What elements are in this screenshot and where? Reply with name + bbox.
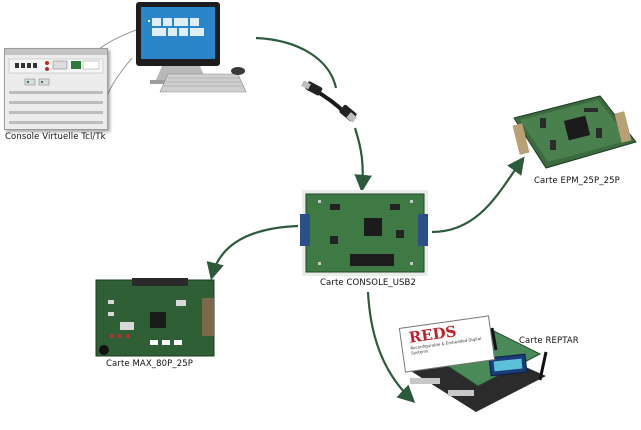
- label-carte-epm: Carte EPM_25P_25P: [534, 176, 620, 186]
- arrow-pc-to-usb: [256, 38, 336, 88]
- label-console-virtuelle: Console Virtuelle Tcl/Tk: [5, 132, 106, 142]
- usb-cable-icon: [301, 80, 357, 122]
- epm-board-image: [513, 96, 636, 168]
- label-carte-max: Carte MAX_80P_25P: [106, 359, 193, 369]
- computer-icon: [136, 2, 246, 92]
- max-board-image: [96, 278, 214, 356]
- leader-line-top: [98, 30, 136, 50]
- label-carte-reptar: Carte REPTAR: [519, 336, 579, 346]
- label-carte-console: Carte CONSOLE_USB2: [320, 278, 416, 288]
- tcl-tk-console-window-icon: [4, 48, 108, 130]
- arrow-console-to-epm: [432, 160, 522, 232]
- arrow-console-to-max: [212, 226, 298, 276]
- leader-line-bottom: [104, 58, 132, 108]
- arrow-usb-to-console: [355, 128, 363, 188]
- console-usb2-board-image: [300, 190, 428, 276]
